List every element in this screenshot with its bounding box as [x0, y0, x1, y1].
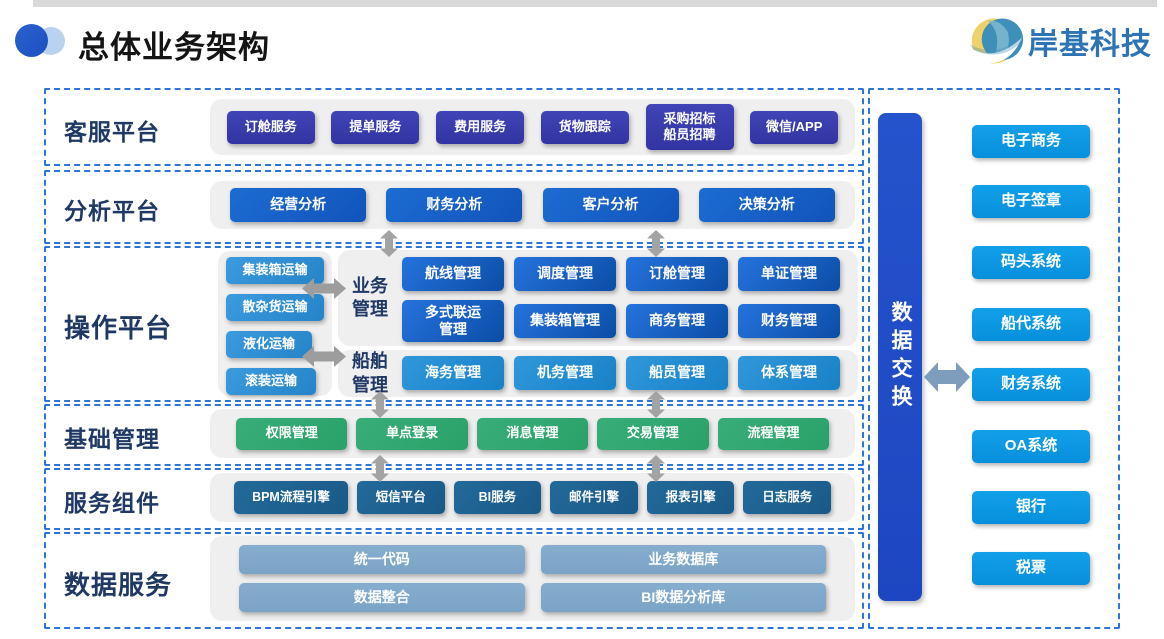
btn-oa-system: OA系统 — [972, 430, 1090, 463]
foundation-mgmt-label: 基础管理 — [64, 426, 160, 452]
btn-single-sign-on: 单点登录 — [356, 417, 468, 450]
service-components-label: 服务组件 — [64, 490, 160, 516]
btn-bpm-engine: BPM流程引擎 — [234, 481, 348, 514]
btn-business-db: 业务数据库 — [540, 545, 826, 574]
data-service-label: 数据服务 — [64, 570, 173, 600]
btn-finance-system: 财务系统 — [972, 368, 1090, 401]
btn-message-mgmt: 消息管理 — [476, 417, 589, 450]
btn-shipagent-system: 船代系统 — [972, 308, 1090, 341]
btn-document-mgmt: 单证管理 — [738, 257, 840, 291]
btn-customer-analysis: 客户分析 — [542, 188, 679, 222]
business-mgmt-panel: 业务 管理 航线管理 调度管理 订舱管理 单证管理 多式联运 管理 集装箱管理 … — [338, 250, 858, 346]
btn-bi-service: BI服务 — [453, 481, 542, 514]
logo-globe-icon — [970, 18, 1024, 64]
bullet-dark-circle — [15, 24, 48, 57]
btn-route-mgmt: 航线管理 — [402, 257, 504, 291]
btn-mail-engine: 邮件引擎 — [550, 481, 638, 514]
btn-marine-mgmt: 海务管理 — [402, 356, 504, 390]
updown-arrow-icon — [380, 230, 398, 257]
data-exchange-bar: 数据交换 — [878, 113, 922, 601]
service-components-box — [44, 468, 864, 530]
btn-tax-invoice: 税票 — [972, 552, 1090, 585]
btn-bl-service: 提单服务 — [331, 110, 420, 144]
updown-arrow-icon — [371, 455, 389, 482]
btn-sms-platform: 短信平台 — [356, 481, 445, 514]
btn-finance-analysis: 财务分析 — [386, 188, 523, 222]
ship-mgmt-panel: 船舶 管理 海务管理 机务管理 船员管理 体系管理 — [338, 350, 858, 397]
btn-e-commerce: 电子商务 — [972, 125, 1090, 158]
btn-booking-mgmt: 订舱管理 — [626, 257, 728, 291]
btn-roro-transport: 滚装运输 — [226, 368, 316, 395]
page-title: 总体业务架构 — [78, 30, 270, 65]
btn-bulk-transport: 散杂货运输 — [226, 294, 324, 321]
updown-arrow-icon — [371, 391, 389, 418]
customer-platform-box — [44, 88, 864, 166]
leftright-arrow-icon — [302, 278, 346, 299]
btn-booking-service: 订舱服务 — [226, 110, 315, 144]
updown-arrow-icon — [647, 455, 665, 482]
btn-cargo-tracking: 货物跟踪 — [540, 110, 629, 144]
btn-procurement-recruit: 采购招标 船员招聘 — [645, 104, 734, 150]
top-edge-strip — [33, 0, 1157, 7]
exchange-leftright-arrow-icon — [924, 362, 970, 392]
operation-platform-label: 操作平台 — [64, 313, 173, 343]
btn-e-signature: 电子签章 — [972, 185, 1090, 218]
btn-dispatch-mgmt: 调度管理 — [514, 257, 616, 291]
analysis-platform-box — [44, 170, 864, 244]
btn-log-service: 日志服务 — [743, 481, 832, 514]
btn-finance-mgmt: 财务管理 — [738, 304, 840, 338]
title-bullet-icon — [15, 24, 71, 58]
analysis-platform-label: 分析平台 — [64, 198, 160, 224]
btn-permission-mgmt: 权限管理 — [236, 417, 348, 450]
data-exchange-label: 数据交换 — [889, 301, 912, 413]
btn-liquid-transport: 液化运输 — [226, 331, 312, 358]
logo-text: 岸基科技 — [1028, 28, 1152, 61]
btn-engine-mgmt: 机务管理 — [514, 356, 616, 390]
foundation-mgmt-box — [44, 404, 864, 466]
foundation-panel: 权限管理 单点登录 消息管理 交易管理 流程管理 — [210, 409, 855, 458]
company-logo: 岸基科技 — [970, 14, 1152, 68]
btn-fee-service: 费用服务 — [436, 110, 525, 144]
analysis-platform-panel: 经营分析 财务分析 客户分析 决策分析 — [210, 181, 855, 229]
btn-operation-analysis: 经营分析 — [230, 188, 367, 222]
btn-container-transport: 集装箱运输 — [226, 257, 324, 284]
customer-platform-label: 客服平台 — [64, 119, 160, 145]
data-service-box — [44, 532, 864, 629]
btn-crew-mgmt: 船员管理 — [626, 356, 728, 390]
components-panel: BPM流程引擎 短信平台 BI服务 邮件引擎 报表引擎 日志服务 — [210, 473, 855, 522]
business-mgmt-label: 业务 管理 — [352, 275, 388, 319]
btn-container-mgmt: 集装箱管理 — [514, 304, 616, 338]
transport-panel: 集装箱运输 散杂货运输 液化运输 滚装运输 — [218, 251, 332, 396]
btn-system-mgmt: 体系管理 — [738, 356, 840, 390]
data-exchange-box — [868, 88, 1120, 629]
btn-unified-code: 统一代码 — [239, 545, 525, 574]
btn-bi-analysis-db: BI数据分析库 — [540, 583, 826, 612]
btn-report-engine: 报表引擎 — [646, 481, 735, 514]
ship-mgmt-label: 船舶 管理 — [352, 351, 388, 395]
updown-arrow-icon — [647, 391, 665, 418]
data-service-panel: 统一代码 业务数据库 数据整合 BI数据分析库 — [210, 536, 855, 621]
btn-process-mgmt: 流程管理 — [717, 417, 830, 450]
btn-decision-analysis: 决策分析 — [698, 188, 835, 222]
btn-bank: 银行 — [972, 491, 1090, 524]
operation-platform-box — [44, 246, 864, 402]
btn-transaction-mgmt: 交易管理 — [597, 417, 709, 450]
btn-data-integration: 数据整合 — [239, 583, 525, 612]
btn-commerce-mgmt: 商务管理 — [626, 304, 728, 338]
updown-arrow-icon — [647, 230, 665, 257]
btn-terminal-system: 码头系统 — [972, 246, 1090, 279]
btn-intermodal-mgmt: 多式联运 管理 — [402, 300, 504, 342]
customer-platform-panel: 订舱服务 提单服务 费用服务 货物跟踪 采购招标 船员招聘 微信/APP — [210, 99, 855, 155]
btn-wechat-app: 微信/APP — [750, 110, 839, 144]
leftright-arrow-icon — [302, 346, 346, 367]
